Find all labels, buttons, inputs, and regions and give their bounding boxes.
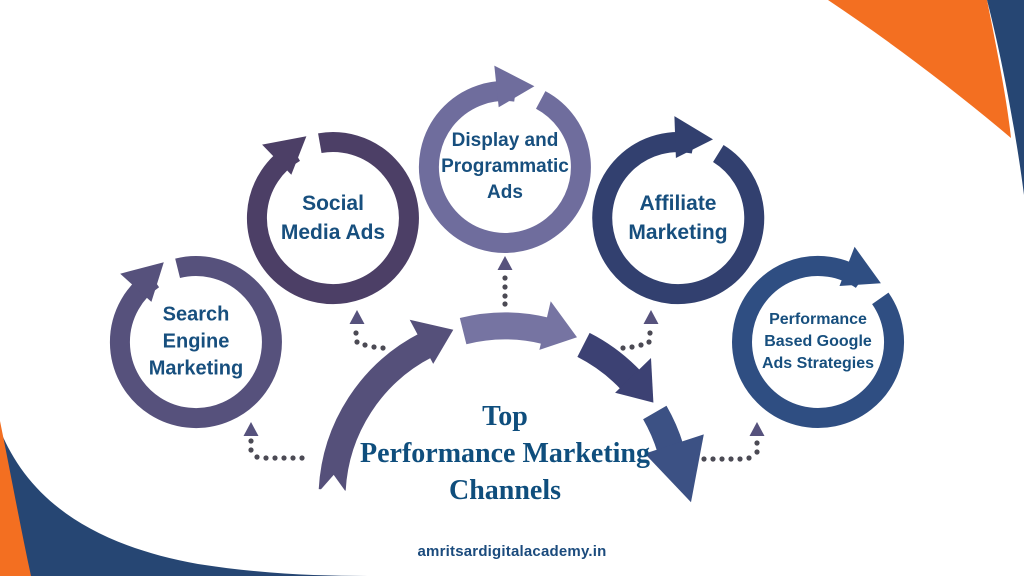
connector-left-dot [290,455,296,461]
connector-social-dot [353,330,359,336]
ring-arrowhead-search-engine-marketing [120,262,164,302]
central-arc-segment-3 [577,332,642,391]
ring-arrowhead-social-media-ads [262,136,307,175]
ring-performance-based-google-ads-strategies [732,256,904,428]
corner-decoration-bottom-left-navy [0,430,368,576]
connector-left-dot [299,455,305,461]
connector-right-dot [746,455,752,461]
connector-left-dot [263,455,269,461]
central-arc-arrowhead-segment-2 [539,301,577,350]
central-arc-segment-1 [318,332,433,491]
connector-right-dot [728,456,734,462]
connector-display-dot [502,301,508,307]
connector-affiliate-dot [646,339,652,345]
corner-decoration-top-right-orange [828,0,1011,138]
connector-right-dot [754,440,760,446]
connector-right-dot [737,456,743,462]
connector-social-dot [380,345,386,351]
connector-affiliate-dot [620,345,626,351]
connector-affiliate-dot [638,342,644,348]
connector-social-dot [362,342,368,348]
connector-left-dot [272,455,278,461]
connector-left-arrow-up-icon [243,422,259,436]
connector-left-dot [248,447,254,453]
corner-decoration-top-right-navy [987,0,1024,195]
ring-arrowhead-affiliate-marketing [674,116,713,158]
connector-display-dot [502,293,508,299]
connector-left-dot [248,438,254,444]
ring-search-engine-marketing [109,256,282,429]
central-arc-arrowhead-segment-1 [409,319,454,364]
connector-display-dot [502,275,508,281]
connector-display-arrow-up-icon [497,256,513,270]
central-arc-segment-4 [642,405,684,453]
corner-decoration-bottom-left-orange [0,421,31,576]
connector-display-dot [502,284,508,290]
ring-affiliate-marketing [592,132,765,305]
connector-social-arrow-up-icon [349,310,365,324]
connector-affiliate-dot [629,344,635,350]
connector-left-dot [281,455,287,461]
connector-right-arrow-up-icon [749,422,765,436]
connector-social-dot [371,344,377,350]
connector-left-dot [254,454,260,460]
ring-arrowhead-performance-based-google-ads-strategies [839,246,881,286]
connector-right-dot [719,456,725,462]
central-arc-arrowhead-segment-3 [615,358,654,403]
connector-affiliate-dot [647,330,653,336]
ring-arrowhead-display-and-programmatic-ads [494,65,535,108]
connector-right-dot [754,449,760,455]
ring-display-and-programmatic-ads [418,81,591,253]
central-arc-segment-2 [459,312,551,345]
connector-right-dot [710,456,716,462]
ring-social-media-ads [246,132,419,305]
connector-social-dot [354,339,360,345]
central-arc-fishtail-notch [314,474,350,498]
connector-affiliate-arrow-up-icon [643,310,659,324]
connector-right-dot [701,456,707,462]
central-arc-arrowhead-segment-4 [644,434,704,503]
